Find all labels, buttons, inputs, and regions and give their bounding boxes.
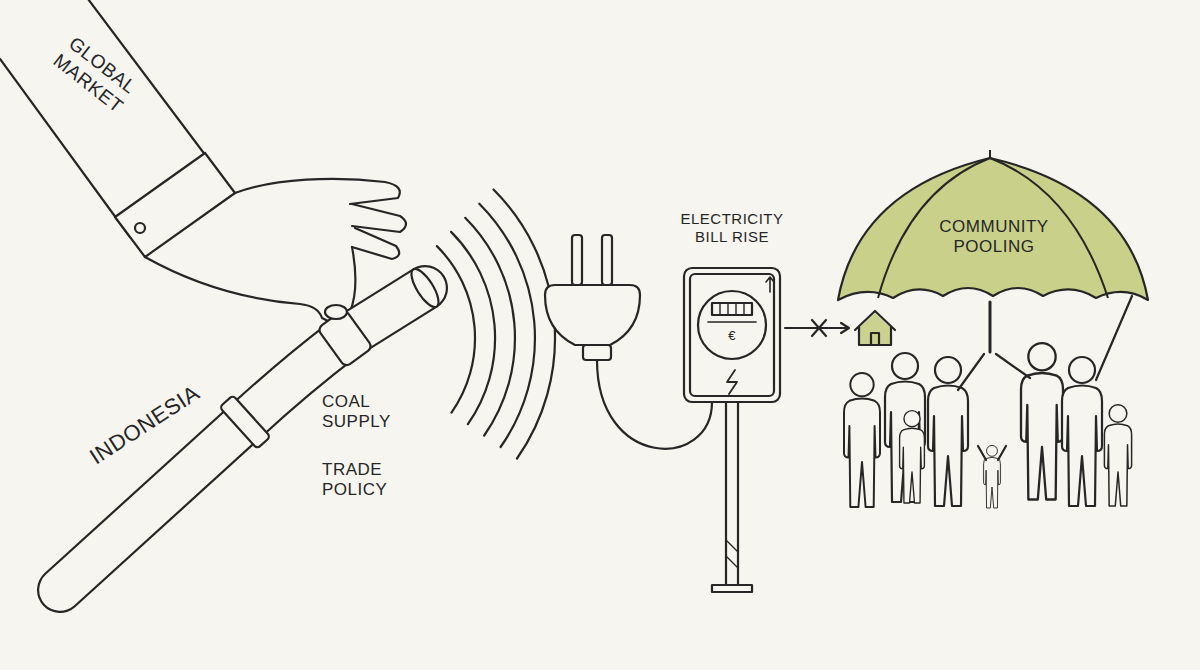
plug-neck: [583, 345, 611, 360]
person: [928, 357, 968, 506]
raised-arm: [978, 446, 1006, 460]
meter-digits: [712, 303, 752, 315]
raised-arm: [958, 354, 984, 390]
ripple-arc: [479, 204, 535, 447]
meter-heading: ELECTRICITY BILL RISE: [667, 210, 797, 246]
person: [885, 353, 925, 502]
plug-prong: [602, 235, 612, 285]
ripple-arc: [437, 246, 475, 413]
arm-label: GLOBAL MARKET: [43, 27, 147, 122]
plug-prong: [572, 235, 582, 285]
house-fill: [859, 313, 891, 345]
person: [844, 373, 880, 507]
raised-arm: [1096, 296, 1132, 380]
lightning-symbol: [727, 370, 737, 394]
meter-node: ELECTRICITY BILL RISE: [667, 210, 797, 405]
rise-arrow: [766, 277, 774, 292]
digit-divider: [720, 303, 744, 315]
blocked-arrow: [785, 327, 848, 329]
ripple-arc: [451, 232, 495, 424]
supply-label: COAL SUPPLY: [322, 392, 402, 433]
cuff-button: [135, 223, 145, 233]
plug-body: [545, 285, 640, 345]
cross-mark: [812, 320, 826, 336]
thumb: [145, 257, 330, 322]
pole-hatch: [726, 540, 738, 568]
meter-dial: [698, 291, 766, 359]
dial-line: [708, 321, 756, 323]
house: [855, 311, 895, 345]
policy-label: TRADE POLICY: [322, 460, 402, 501]
finger: [352, 204, 406, 232]
person: [1021, 343, 1063, 499]
ripple-arc: [465, 218, 515, 436]
umbrella-node: COMMUNITY POOLING: [838, 150, 1150, 302]
child: [984, 445, 1001, 508]
arrow-head: [841, 323, 849, 333]
ripple-arc: [494, 190, 556, 459]
umbrella-handle: [989, 302, 992, 352]
finger: [235, 179, 400, 204]
pole-base: [712, 585, 752, 592]
canopy-rib: [878, 150, 1108, 298]
finger: [352, 228, 399, 259]
pipe-body: [60, 288, 425, 590]
meter-panel: [690, 274, 774, 396]
child: [900, 411, 925, 503]
meter-pole: [726, 402, 738, 585]
cuff: [115, 153, 235, 257]
pipe-band: [220, 395, 271, 449]
pipe-end: [407, 265, 444, 311]
umbrella-label: COMMUNITY POOLING: [924, 217, 1064, 258]
currency-symbol: €: [719, 328, 745, 344]
pipe-outline: [60, 288, 425, 590]
valve-knob: [325, 305, 347, 319]
raised-arm: [996, 354, 1030, 378]
meter-body: [684, 268, 780, 402]
house-door: [871, 333, 879, 345]
child: [1104, 405, 1131, 506]
